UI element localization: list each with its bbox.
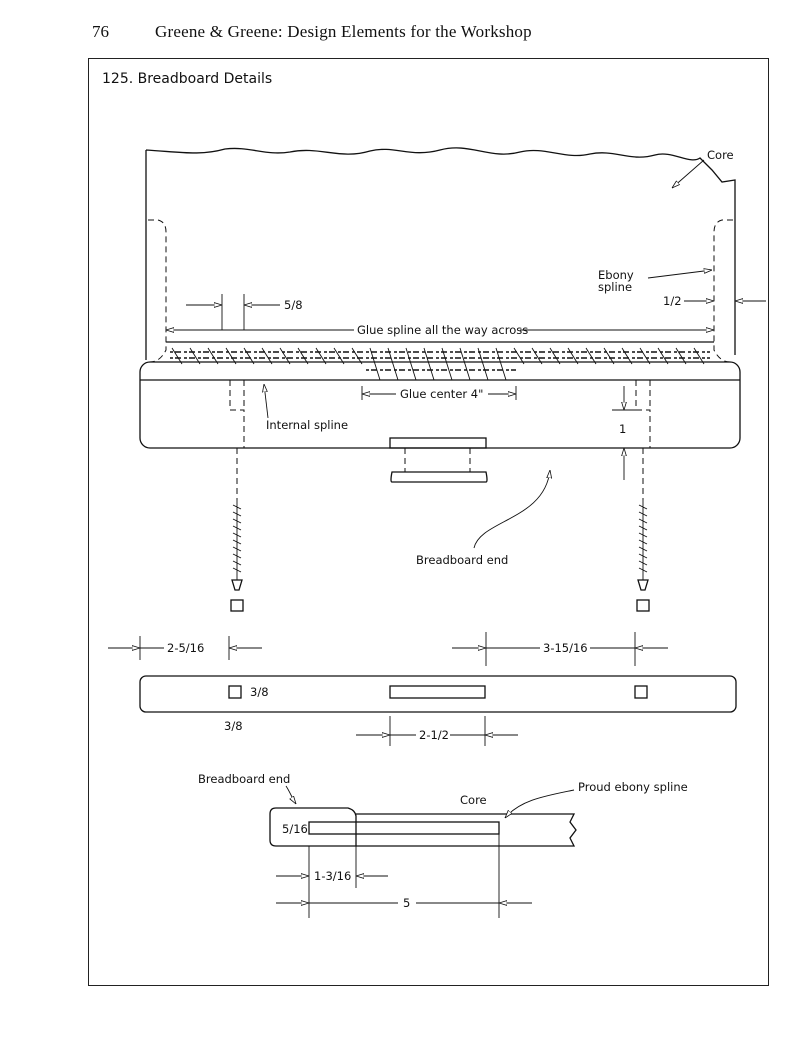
glue-center-note: Glue center 4" <box>400 387 483 401</box>
section-core-label: Core <box>460 793 487 807</box>
running-header: Greene & Greene: Design Elements for the… <box>155 22 532 41</box>
dim-spline-thickness: 5/16 <box>282 822 308 836</box>
top-view: Core Ebony spline 5/8 1/2 Glue spline al… <box>139 147 766 612</box>
core-section <box>356 813 577 847</box>
breadboard-end-section <box>269 807 357 847</box>
page-number: 76 <box>92 22 109 41</box>
glue-spline-note: Glue spline all the way across <box>357 323 528 337</box>
dim-mortise-width: 2-1/2 <box>419 728 449 742</box>
dim-five-eighths: 5/8 <box>284 298 303 312</box>
dim-one: 1 <box>619 422 626 436</box>
internal-spline-label: Internal spline <box>266 418 348 432</box>
core-panel <box>145 147 736 360</box>
center-tenon <box>390 471 488 483</box>
hole-size-label-below: 3/8 <box>224 719 243 733</box>
left-screw <box>230 448 244 612</box>
hole-size-label: 3/8 <box>250 685 269 699</box>
spline-hatching <box>166 341 714 381</box>
left-tenon-end <box>148 219 167 363</box>
left-peg-hole <box>229 380 245 448</box>
right-peg-hole <box>635 380 651 448</box>
dim-right-offset: 3-15/16 <box>543 641 588 655</box>
proud-spline-label: Proud ebony spline <box>578 780 688 794</box>
section-breadboard-end-label: Breadboard end <box>198 772 290 786</box>
left-peg-hole-face <box>228 685 242 699</box>
right-peg-hole-face <box>634 685 648 699</box>
right-tenon-end <box>713 219 733 363</box>
figure-title: 125. Breadboard Details <box>102 71 273 87</box>
mortise-face <box>389 685 486 699</box>
core-label: Core <box>707 148 734 162</box>
section-view: Breadboard end Core Proud ebony spline 5… <box>198 772 688 918</box>
ebony-spline-section <box>308 821 500 835</box>
right-screw <box>636 448 650 612</box>
dim-groove-offset: 1-3/16 <box>314 869 351 883</box>
breadboard-end-face <box>139 675 737 713</box>
center-mortise <box>389 437 487 449</box>
ebony-spline-label-line2: spline <box>598 280 632 294</box>
ebony-spline-label-line1: Ebony <box>598 268 634 282</box>
dim-half: 1/2 <box>663 294 682 308</box>
breadboard-end-label: Breadboard end <box>416 553 508 567</box>
end-view: 2-5/16 3-15/16 3/8 3/8 2-1/2 <box>108 632 737 746</box>
dim-overall: 5 <box>403 896 410 910</box>
figure-frame <box>88 58 769 986</box>
dim-left-offset: 2-5/16 <box>167 641 204 655</box>
